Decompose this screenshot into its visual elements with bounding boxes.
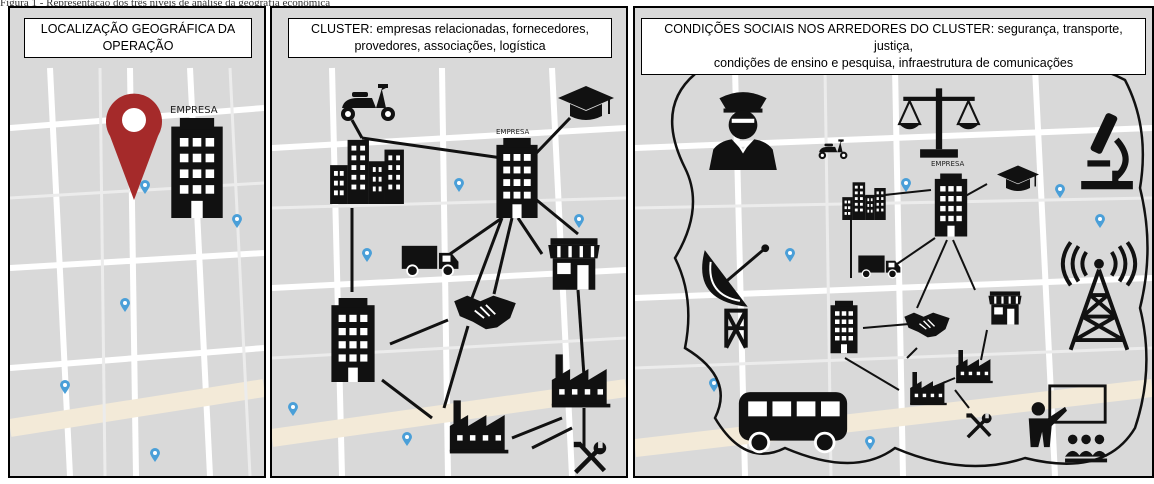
figure-caption: Figura 1 - Representação dos três níveis… xyxy=(0,0,331,6)
building-icon xyxy=(171,118,223,218)
panel-title: CLUSTER: empresas relacionadas, forneced… xyxy=(288,18,612,58)
police-officer-icon xyxy=(708,91,778,170)
scooter-icon xyxy=(818,139,848,160)
building-icon xyxy=(934,173,968,237)
satellite-dish-icon xyxy=(700,242,772,350)
panel-cluster: CLUSTER: empresas relacionadas, forneced… xyxy=(270,6,628,478)
factory-icon xyxy=(910,372,947,406)
connection-lines xyxy=(350,116,586,450)
panel-geographic-location: LOCALIZAÇÃO GEOGRÁFICA DA OPERAÇÃO EMPRE… xyxy=(8,6,266,478)
panel-title-line2: condições de ensino e pesquisa, infraest… xyxy=(713,56,1074,70)
building-icon xyxy=(830,300,858,354)
factory-icon xyxy=(551,354,611,408)
store-icon xyxy=(988,291,1022,325)
tools-icon xyxy=(572,440,608,476)
store-icon xyxy=(548,238,600,290)
scales-of-justice-icon xyxy=(898,87,980,159)
location-pin-icon xyxy=(106,93,162,200)
handshake-icon xyxy=(453,294,517,331)
panel-title: LOCALIZAÇÃO GEOGRÁFICA DA OPERAÇÃO xyxy=(24,18,252,58)
map-background xyxy=(10,8,264,476)
radio-tower-icon xyxy=(1055,240,1143,356)
truck-icon xyxy=(857,254,902,279)
teacher-icon xyxy=(1027,384,1109,464)
microscope-icon xyxy=(1075,108,1137,192)
panel-title-line2: OPERAÇÃO xyxy=(102,39,174,53)
bus-icon xyxy=(737,390,849,454)
factory-icon xyxy=(449,400,509,454)
building-cluster-icon xyxy=(330,139,404,204)
company-label: EMPRESA xyxy=(496,128,530,136)
building-icon xyxy=(496,138,538,218)
panel-title-line1: CONDIÇÕES SOCIAIS NOS ARREDORES DO CLUST… xyxy=(664,22,1123,53)
panel-title-line2: provedores, associações, logística xyxy=(354,39,546,53)
graduation-cap-icon xyxy=(558,86,614,120)
tools-icon xyxy=(965,412,993,439)
panel-title-line1: LOCALIZAÇÃO GEOGRÁFICA DA xyxy=(40,22,236,36)
factory-icon xyxy=(956,350,993,384)
panel-social-conditions: CONDIÇÕES SOCIAIS NOS ARREDORES DO CLUST… xyxy=(633,6,1154,478)
handshake-icon xyxy=(903,311,951,339)
company-label: EMPRESA xyxy=(170,105,218,116)
building-icon xyxy=(331,298,375,382)
graduation-cap-icon xyxy=(997,165,1039,191)
panel-title-line1: CLUSTER: empresas relacionadas, forneced… xyxy=(311,22,589,36)
panel-title: CONDIÇÕES SOCIAIS NOS ARREDORES DO CLUST… xyxy=(641,18,1146,75)
scooter-icon xyxy=(341,84,395,121)
truck-icon xyxy=(400,244,460,277)
company-label: EMPRESA xyxy=(931,160,965,168)
building-cluster-icon xyxy=(842,182,886,220)
